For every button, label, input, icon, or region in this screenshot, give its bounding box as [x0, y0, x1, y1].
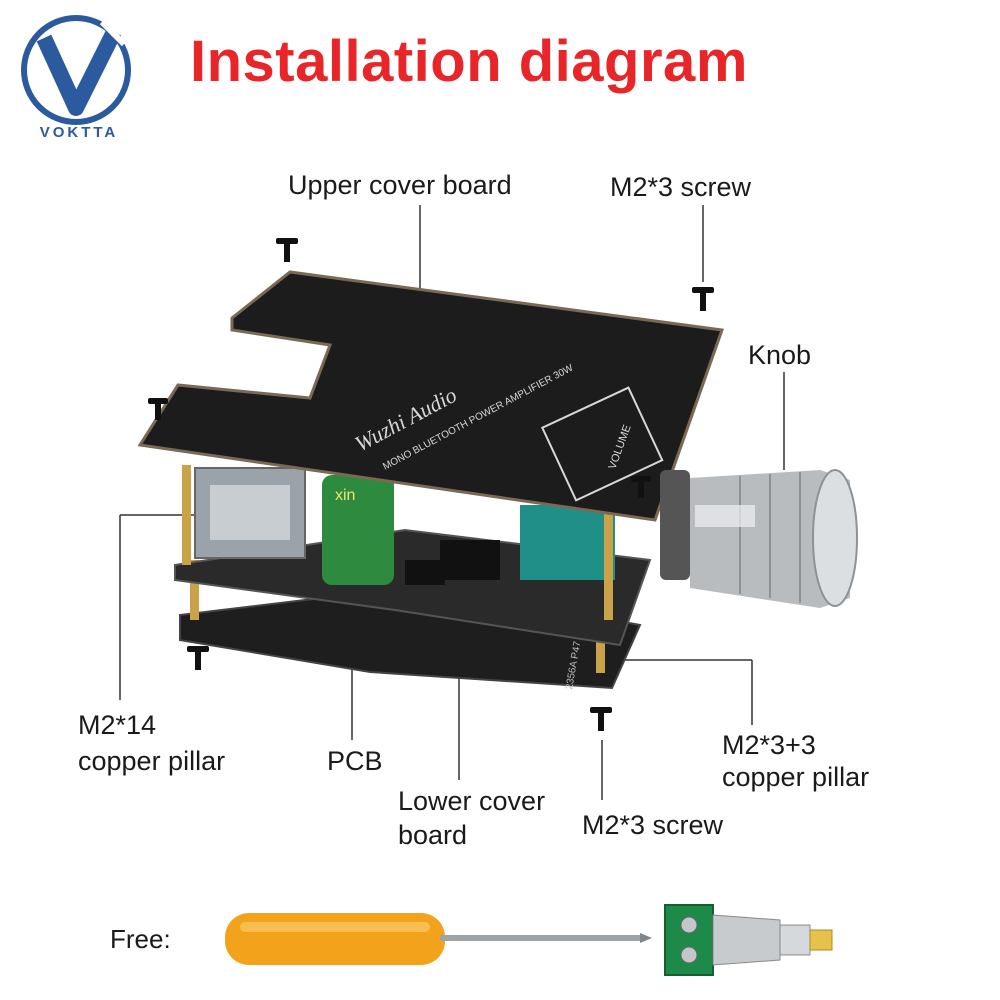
chip — [440, 540, 500, 580]
screwdriver — [225, 913, 652, 965]
copper-pillar — [182, 465, 191, 565]
capacitor — [322, 475, 394, 585]
label-lower-cover: Lower cover — [398, 786, 546, 816]
label-m2-3-3: M2*3+3 — [722, 730, 816, 760]
screw — [276, 238, 298, 262]
screw — [187, 646, 209, 670]
knob — [660, 469, 858, 608]
label-free: Free: — [110, 924, 171, 954]
voktta-logo — [14, 8, 144, 148]
copper-pillar — [190, 560, 199, 620]
label-screw-bottom: M2*3 screw — [582, 810, 724, 840]
label-upper-cover-board: Upper cover board — [288, 170, 512, 200]
screw — [590, 707, 612, 731]
label-copper-pillar-left: copper pillar — [78, 746, 226, 776]
label-lower-board: board — [398, 820, 468, 850]
screw — [631, 476, 651, 498]
label-screw-top: M2*3 screw — [610, 172, 752, 202]
label-knob: Knob — [748, 340, 812, 370]
copper-pillar — [596, 618, 605, 673]
label-pcb: PCB — [327, 746, 383, 776]
screws — [148, 238, 714, 731]
inductor — [520, 505, 615, 580]
control-panel — [540, 386, 664, 502]
brand-name: VOKTTA — [39, 124, 119, 141]
page-title: Installation diagram — [190, 29, 748, 94]
copper-pillar — [604, 505, 613, 620]
screw — [692, 287, 714, 311]
capacitor-label: xin — [335, 487, 355, 504]
label-m2-14: M2*14 — [78, 710, 157, 740]
label-copper-pillar-right: copper pillar — [722, 762, 870, 792]
dc-connector — [664, 904, 833, 976]
screw — [148, 398, 168, 420]
